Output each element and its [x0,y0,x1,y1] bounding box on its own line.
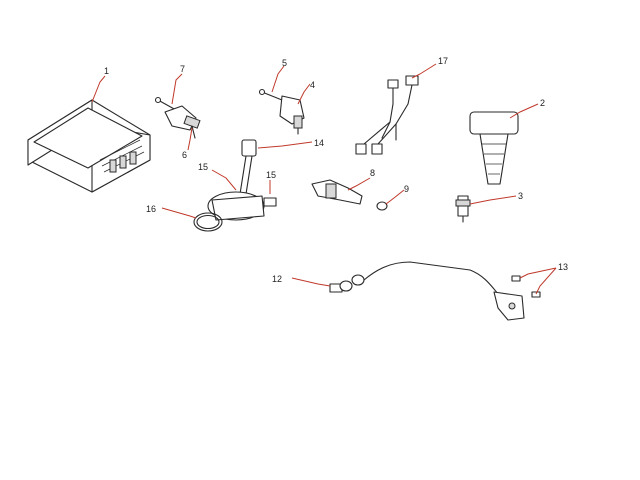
callout-3: 3 [518,191,523,201]
sensor-assembly-4-5[interactable] [258,88,305,135]
callout-7: 7 [180,64,185,74]
sensor-assembly-6-7[interactable] [154,96,201,139]
callout-1: 1 [104,66,109,76]
callout-6: 6 [182,150,187,160]
callout-9: 9 [404,184,409,194]
spark-plug[interactable] [455,195,471,223]
ecu-module[interactable] [27,99,151,193]
o-ring[interactable] [376,201,388,211]
callout-16: 16 [146,204,156,214]
callout-12: 12 [272,274,282,284]
o-ring-seal[interactable] [193,212,223,232]
callout-15b: 15 [266,170,276,180]
callout-13: 13 [558,262,568,272]
sensor-housing[interactable] [207,191,277,221]
wiring-harness[interactable] [355,75,419,155]
callout-17: 17 [438,56,448,66]
pickup-sensor[interactable] [239,139,257,195]
clips[interactable] [511,275,541,298]
callout-5: 5 [282,58,287,68]
temperature-sensor[interactable] [311,179,363,205]
ignition-coil[interactable] [469,111,519,185]
callout-4: 4 [310,80,315,90]
callout-15a: 15 [198,162,208,172]
callout-8: 8 [370,168,375,178]
callout-2: 2 [540,98,545,108]
lambda-sensor-harness[interactable] [329,261,525,321]
callout-14: 14 [314,138,324,148]
